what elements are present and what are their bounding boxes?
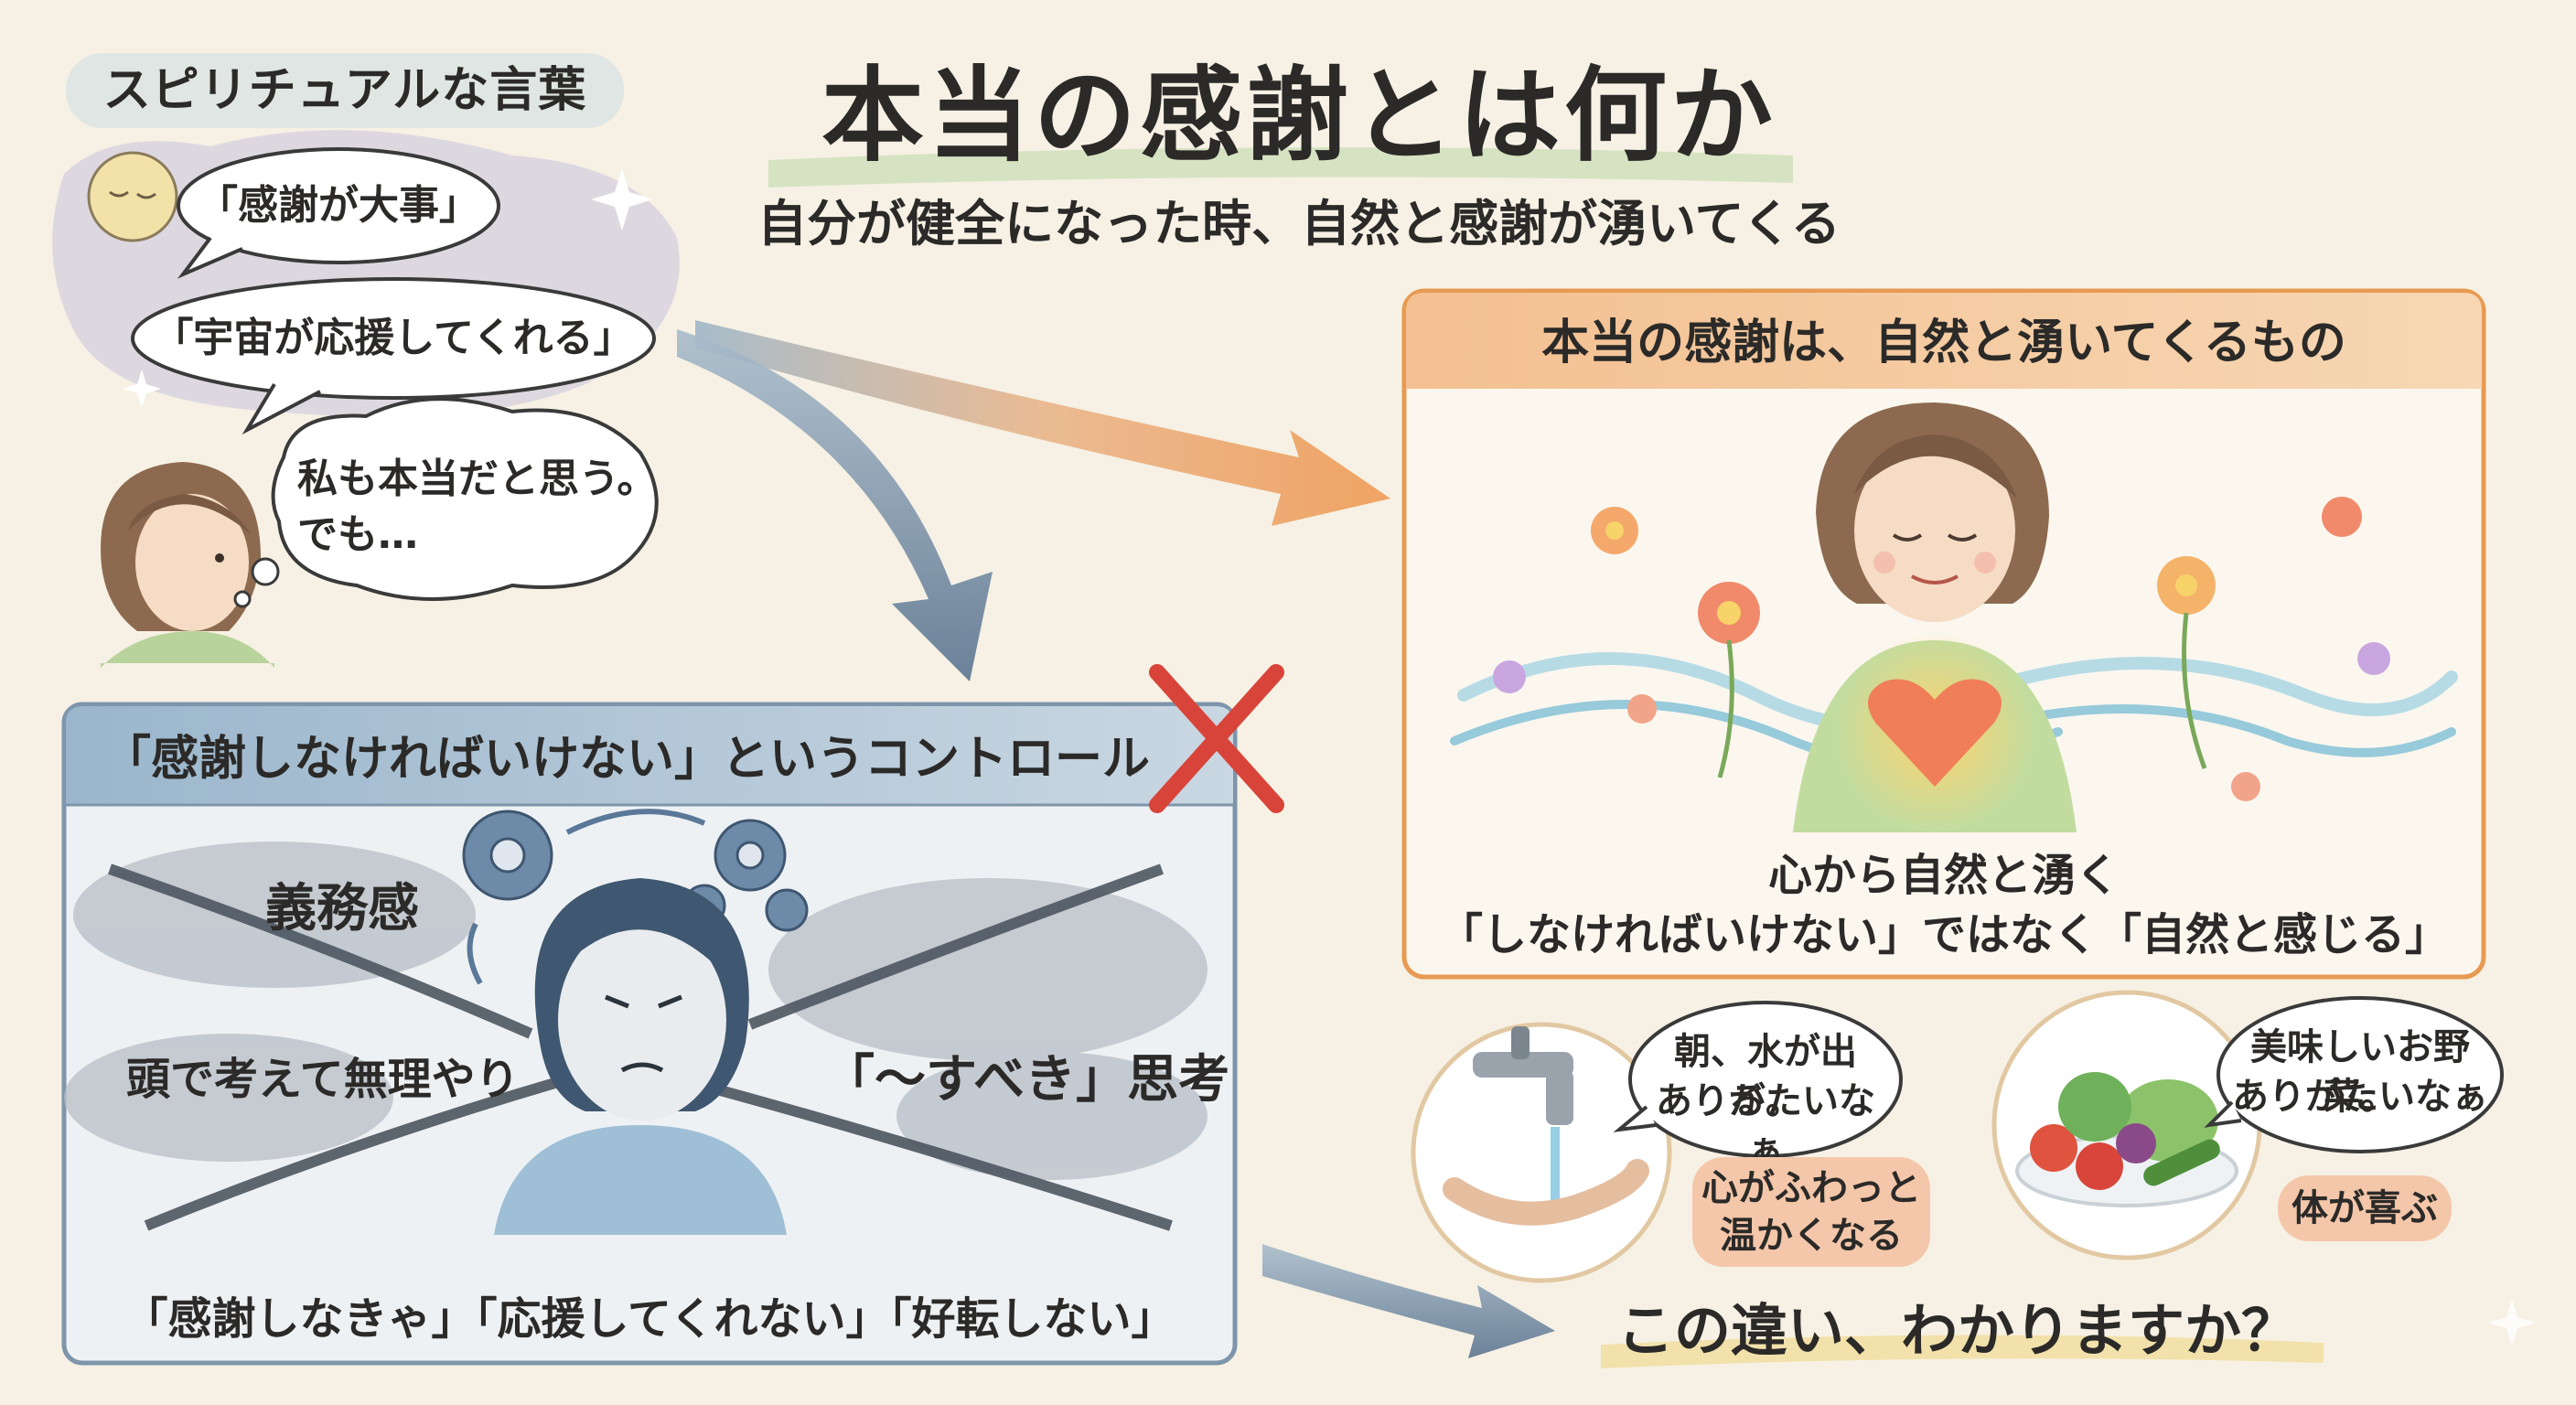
thought-line-1: 私も本当だと思う。 [297,456,658,502]
keyword-obligation: 義務感 [265,879,419,938]
arrow-to-question [1262,1244,1555,1358]
keyword-should-thinking: 「〜すべき」思考 [823,1050,1230,1110]
water-pill-line-2: 温かくなる [1720,1215,1903,1257]
heart-icon [1868,679,2002,787]
water-feeling-pill: 心がふわっと 温かくなる [1692,1157,1930,1267]
arrow-to-true-gratitude [695,320,1390,526]
question-underline [1601,1335,2324,1368]
vegetables-illustration [1991,990,2262,1260]
water-bubble-line-1: 朝、水が出る。 [1674,1031,1857,1122]
keyword-forced-thinking: 頭で考えて無理やり [126,1054,520,1105]
chain-illustration [108,863,1173,1231]
vegetables-bubble-line-1: 美味しいお野菜。 [2250,1026,2470,1118]
speech-bubble-vegetables [2204,996,2504,1153]
moon-icon [87,151,178,242]
cycle-arrow-icon [467,922,483,985]
thinking-woman-illustration [101,462,274,668]
spiritual-words-tag: スピリチュアルな言葉 [66,53,624,128]
vegetables-feeling-pill: 体が喜ぶ [2278,1175,2452,1241]
title-underline [768,147,1793,188]
bubble-universe-support: 「宇宙が応援してくれる」 [153,315,634,361]
speech-bubble-2 [131,277,656,435]
speech-bubble-water [1613,1001,1903,1158]
storm-clouds [64,842,1208,1180]
page-subtitle: 自分が健全になった時、自然と感謝が湧いてくる [757,195,1841,252]
sparkle-icon [123,168,653,408]
red-x-icon [1149,664,1284,813]
sparkle-icon [2488,1299,2536,1346]
control-panel-footer: 「感謝しなきゃ」「応援してくれない」「好転しない」 [123,1293,1175,1345]
thought-bubble [233,397,659,608]
stressed-woman-illustration [494,878,787,1235]
control-panel-heading: 「感謝しなければいけない」というコントロール [102,732,1150,787]
page-title: 本当の感謝とは何か [821,57,1776,176]
closing-question: この違い、わかりますか？ [1616,1297,2298,1364]
vegetables-bubble-line-2: ありがたいなぁ [2232,1076,2488,1118]
bubble-gratitude-important: 「感謝が大事」 [198,182,479,229]
flower-icon [1493,497,2390,801]
true-gratitude-heading: 本当の感謝は、自然と湧いてくるもの [1541,316,2346,370]
true-gratitude-caption-2: 「しなければいけない」ではなく「自然と感じる」 [1438,909,2449,960]
cycle-arrow-icon [565,809,706,835]
faucet-illustration [1411,1022,1672,1283]
water-pill-line-1: 心がふわっと [1701,1167,1921,1209]
speech-bubble-1 [177,147,500,279]
stem-leaf [1717,612,2207,778]
true-gratitude-caption-1: 心から自然と湧く [1767,850,2120,901]
arrow-to-control [677,329,993,681]
thought-line-2: でも… [297,511,418,558]
